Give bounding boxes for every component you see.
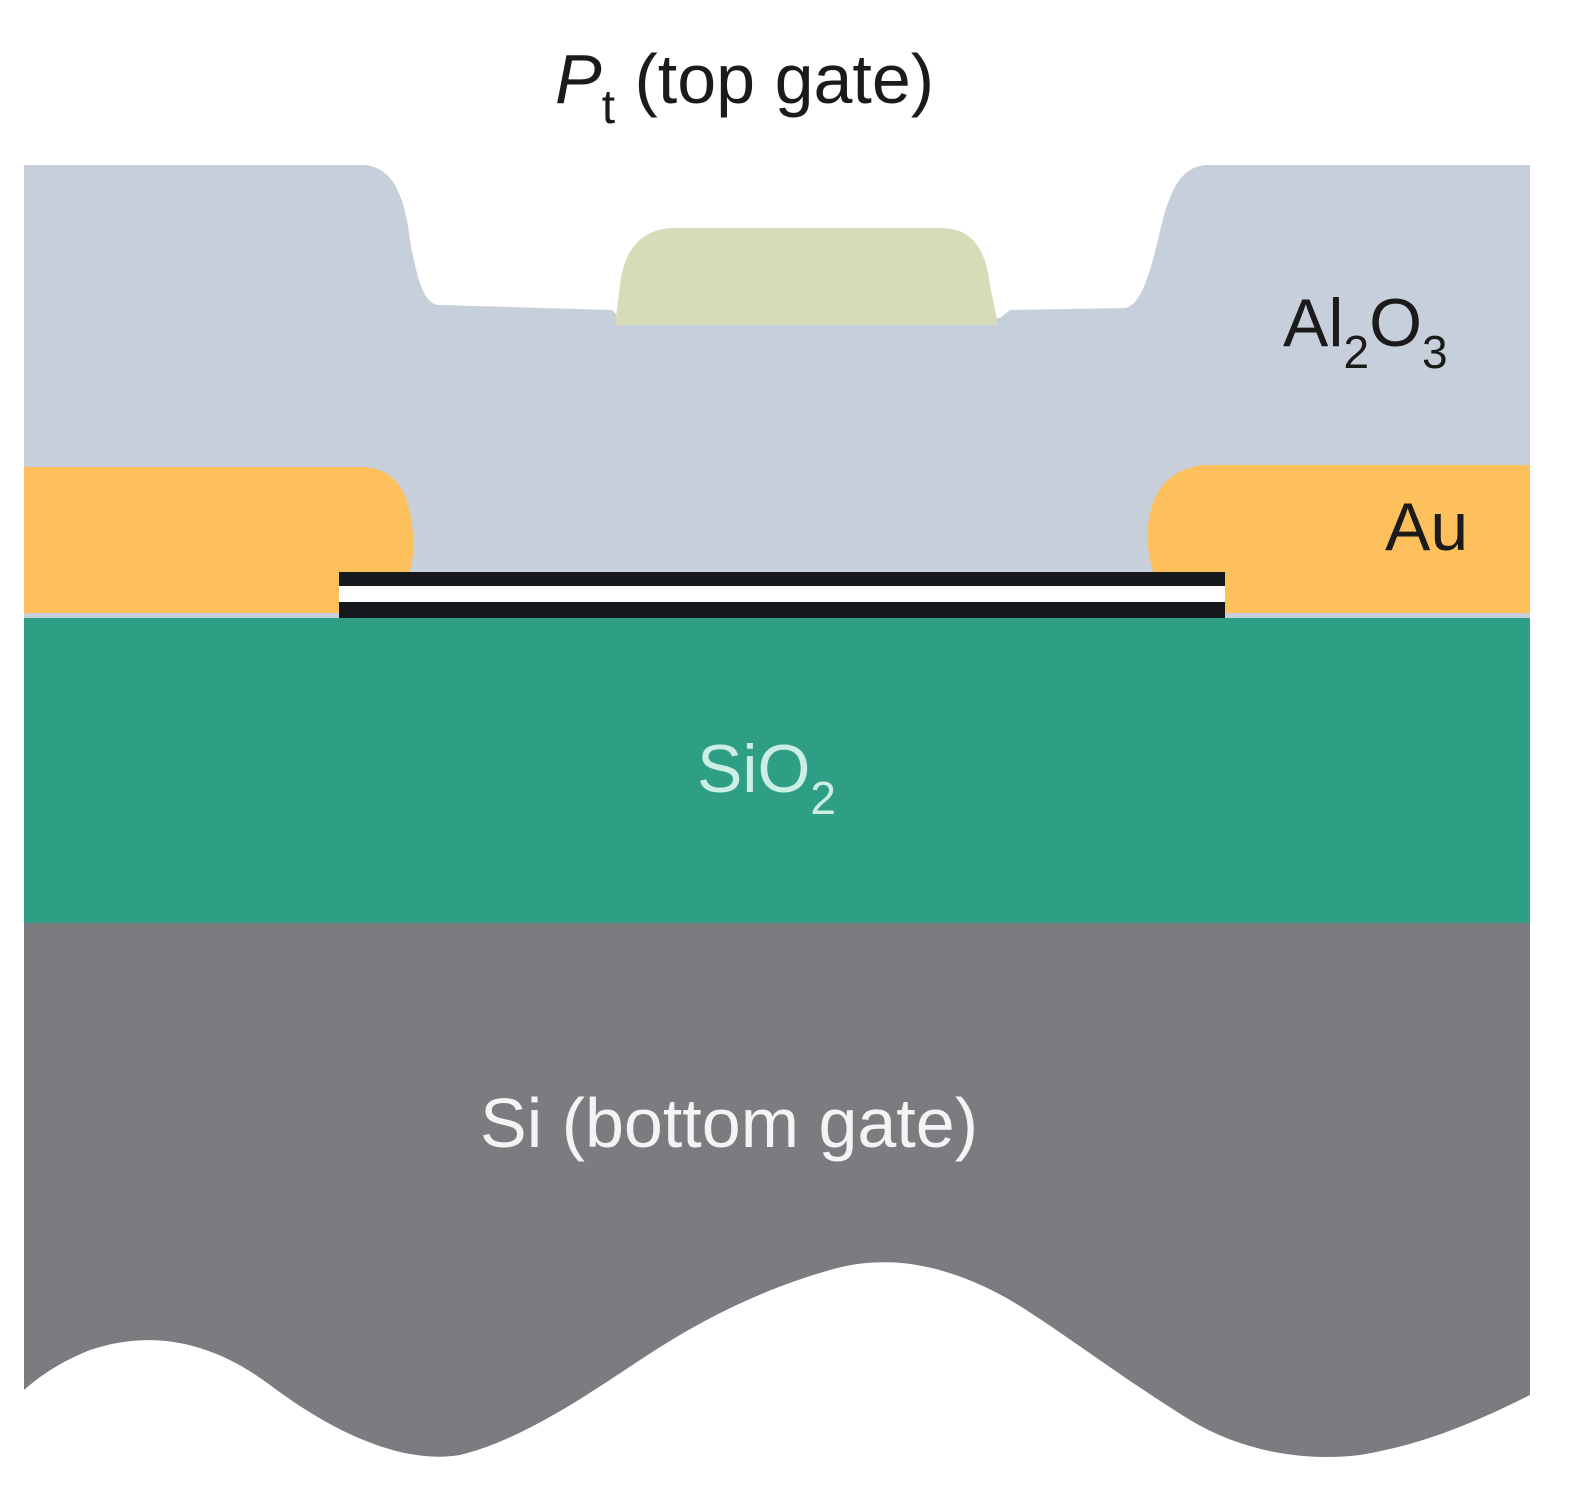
au-contact-right [1147,465,1530,613]
channel-light-middle [339,586,1225,602]
top-gate-label-var: P [555,40,602,118]
top-gate-electrode [615,228,998,325]
si-bottom-gate-layer [24,918,1530,1457]
sio2-label: SiO2 [697,731,836,824]
al2o3-label-c: O [1369,285,1422,361]
al2o3-label: Al2O3 [1283,285,1448,378]
al2o3-label-d: 3 [1422,326,1448,378]
top-gate-label: Pt (top gate) [555,40,934,134]
channel-dark-top [339,572,1225,586]
au-contact-left [24,467,414,613]
top-gate-label-sub: t [602,81,615,134]
si-label: Si (bottom gate) [480,1084,978,1162]
sio2-label-a: SiO [697,731,810,807]
sio2-label-b: 2 [810,772,836,824]
channel-dark-bottom [339,602,1225,618]
sio2-layer [24,613,1530,923]
au-label: Au [1385,489,1468,565]
top-gate-label-rest: (top gate) [615,40,934,118]
al2o3-label-a: Al [1283,285,1343,361]
al2o3-label-b: 2 [1343,326,1369,378]
